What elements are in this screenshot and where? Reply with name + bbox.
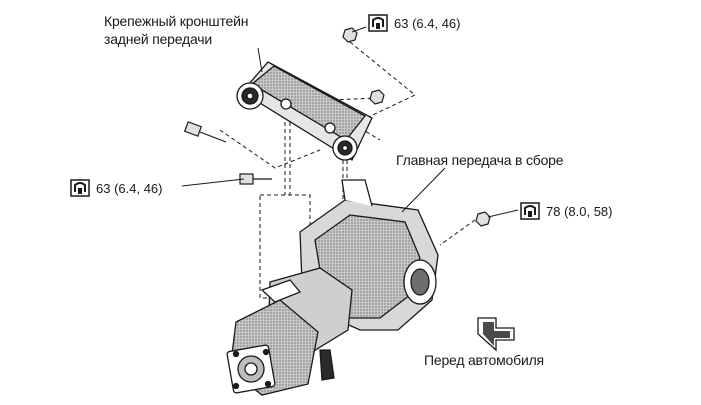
final-drive-label: Главная передача в сборе	[396, 152, 564, 168]
torque-callout-right: 78 (8.0, 58)	[520, 202, 613, 220]
torque-callout-top: 63 (6.4, 46)	[368, 14, 461, 32]
torque-callout-left: 63 (6.4, 46)	[70, 179, 163, 197]
left-bolt	[183, 121, 227, 143]
leader-lines	[181, 26, 519, 218]
mounting-bracket	[236, 61, 373, 161]
fasteners	[183, 27, 491, 227]
torque-value-top: 63 (6.4, 46)	[394, 15, 461, 31]
lower-bolt	[239, 173, 272, 185]
bracket-label-line1: Крепежный кронштейн	[104, 13, 249, 29]
torque-value-left: 63 (6.4, 46)	[96, 180, 163, 196]
top-nut	[342, 27, 358, 43]
torque-wrench-icon	[368, 14, 388, 32]
torque-wrench-icon	[520, 202, 540, 220]
front-label: Перед автомобиля	[424, 352, 544, 368]
bracket-label-line2: задней передачи	[104, 31, 212, 47]
right-side-nut	[475, 211, 491, 227]
front-direction-arrow-icon	[477, 317, 515, 352]
final-drive-assembly	[226, 179, 439, 396]
torque-value-right: 78 (8.0, 58)	[546, 203, 613, 219]
torque-wrench-icon	[70, 179, 90, 197]
right-upper-nut	[369, 89, 385, 105]
